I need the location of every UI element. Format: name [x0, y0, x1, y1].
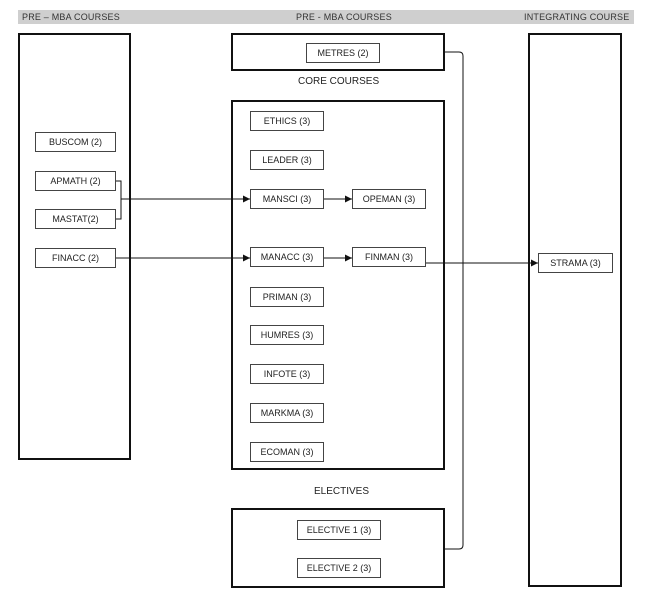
course-humres: HUMRES (3) [250, 325, 324, 345]
bracket-apmath-mastat [116, 180, 122, 220]
course-buscom: BUSCOM (2) [35, 132, 116, 152]
header-pre-mba-left: PRE – MBA COURSES [22, 12, 120, 22]
header-pre-mba-center: PRE - MBA COURSES [296, 12, 392, 22]
course-elective-1: ELECTIVE 1 (3) [297, 520, 381, 540]
course-strama: STRAMA (3) [538, 253, 613, 273]
header-integrating: INTEGRATING COURSE [524, 12, 630, 22]
course-mastat: MASTAT(2) [35, 209, 116, 229]
course-markma: MARKMA (3) [250, 403, 324, 423]
integrating-column [528, 33, 622, 587]
course-finacc: FINACC (2) [35, 248, 116, 268]
course-priman: PRIMAN (3) [250, 287, 324, 307]
pre-mba-column [18, 33, 131, 460]
course-manacc: MANACC (3) [250, 247, 324, 267]
course-finman: FINMAN (3) [352, 247, 426, 267]
label-electives: ELECTIVES [314, 486, 370, 497]
course-apmath: APMATH (2) [35, 171, 116, 191]
course-leader: LEADER (3) [250, 150, 324, 170]
label-core-courses: CORE COURSES [298, 76, 380, 87]
course-elective-2: ELECTIVE 2 (3) [297, 558, 381, 578]
bracket-right [445, 51, 464, 550]
course-mansci: MANSCI (3) [250, 189, 324, 209]
course-opeman: OPEMAN (3) [352, 189, 426, 209]
course-infote: INFOTE (3) [250, 364, 324, 384]
course-metres: METRES (2) [306, 43, 380, 63]
course-ecoman: ECOMAN (3) [250, 442, 324, 462]
header-bar [18, 10, 634, 24]
course-ethics: ETHICS (3) [250, 111, 324, 131]
